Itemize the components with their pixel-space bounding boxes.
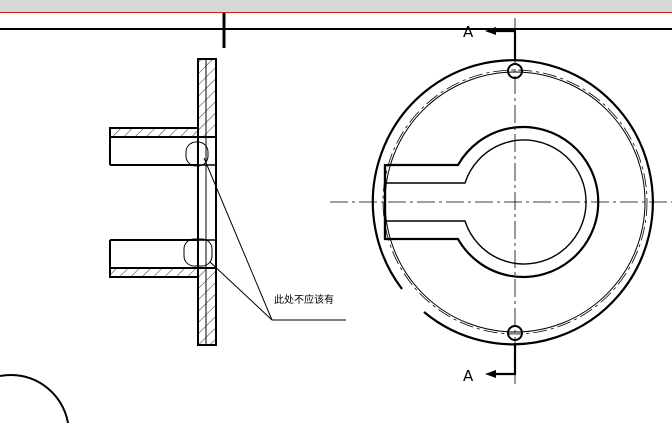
flange-lower (197, 267, 217, 346)
lower-boss-bottom-wall (109, 267, 199, 278)
error-highlight-upper (185, 141, 209, 167)
bolt-hole-bottom (507, 325, 523, 341)
bolt-hole-top (507, 63, 523, 79)
section-arrow-top (485, 27, 496, 35)
leader-line-lower (209, 261, 273, 321)
section-label-top: A (463, 23, 474, 41)
keyhole-outer (383, 125, 600, 279)
leader-line-upper (203, 157, 273, 321)
side-section-view (109, 58, 346, 346)
annotation-text: 此处不应该有 (274, 293, 334, 306)
error-highlight-lower (183, 238, 213, 267)
outer-circle (371, 59, 654, 346)
partial-circle-corner (0, 373, 69, 423)
flange-middle (197, 136, 217, 269)
section-line-bottom (492, 344, 517, 376)
section-line-top (492, 29, 517, 60)
pitch-circle (382, 69, 648, 335)
flange-upper (197, 58, 217, 138)
section-label-bottom: A (463, 367, 474, 385)
keyhole-inner (385, 139, 587, 265)
section-arrow-bottom (485, 370, 496, 378)
front-view (330, 18, 672, 388)
upper-boss-top-wall (109, 127, 199, 138)
toolbar-strip (0, 0, 672, 13)
